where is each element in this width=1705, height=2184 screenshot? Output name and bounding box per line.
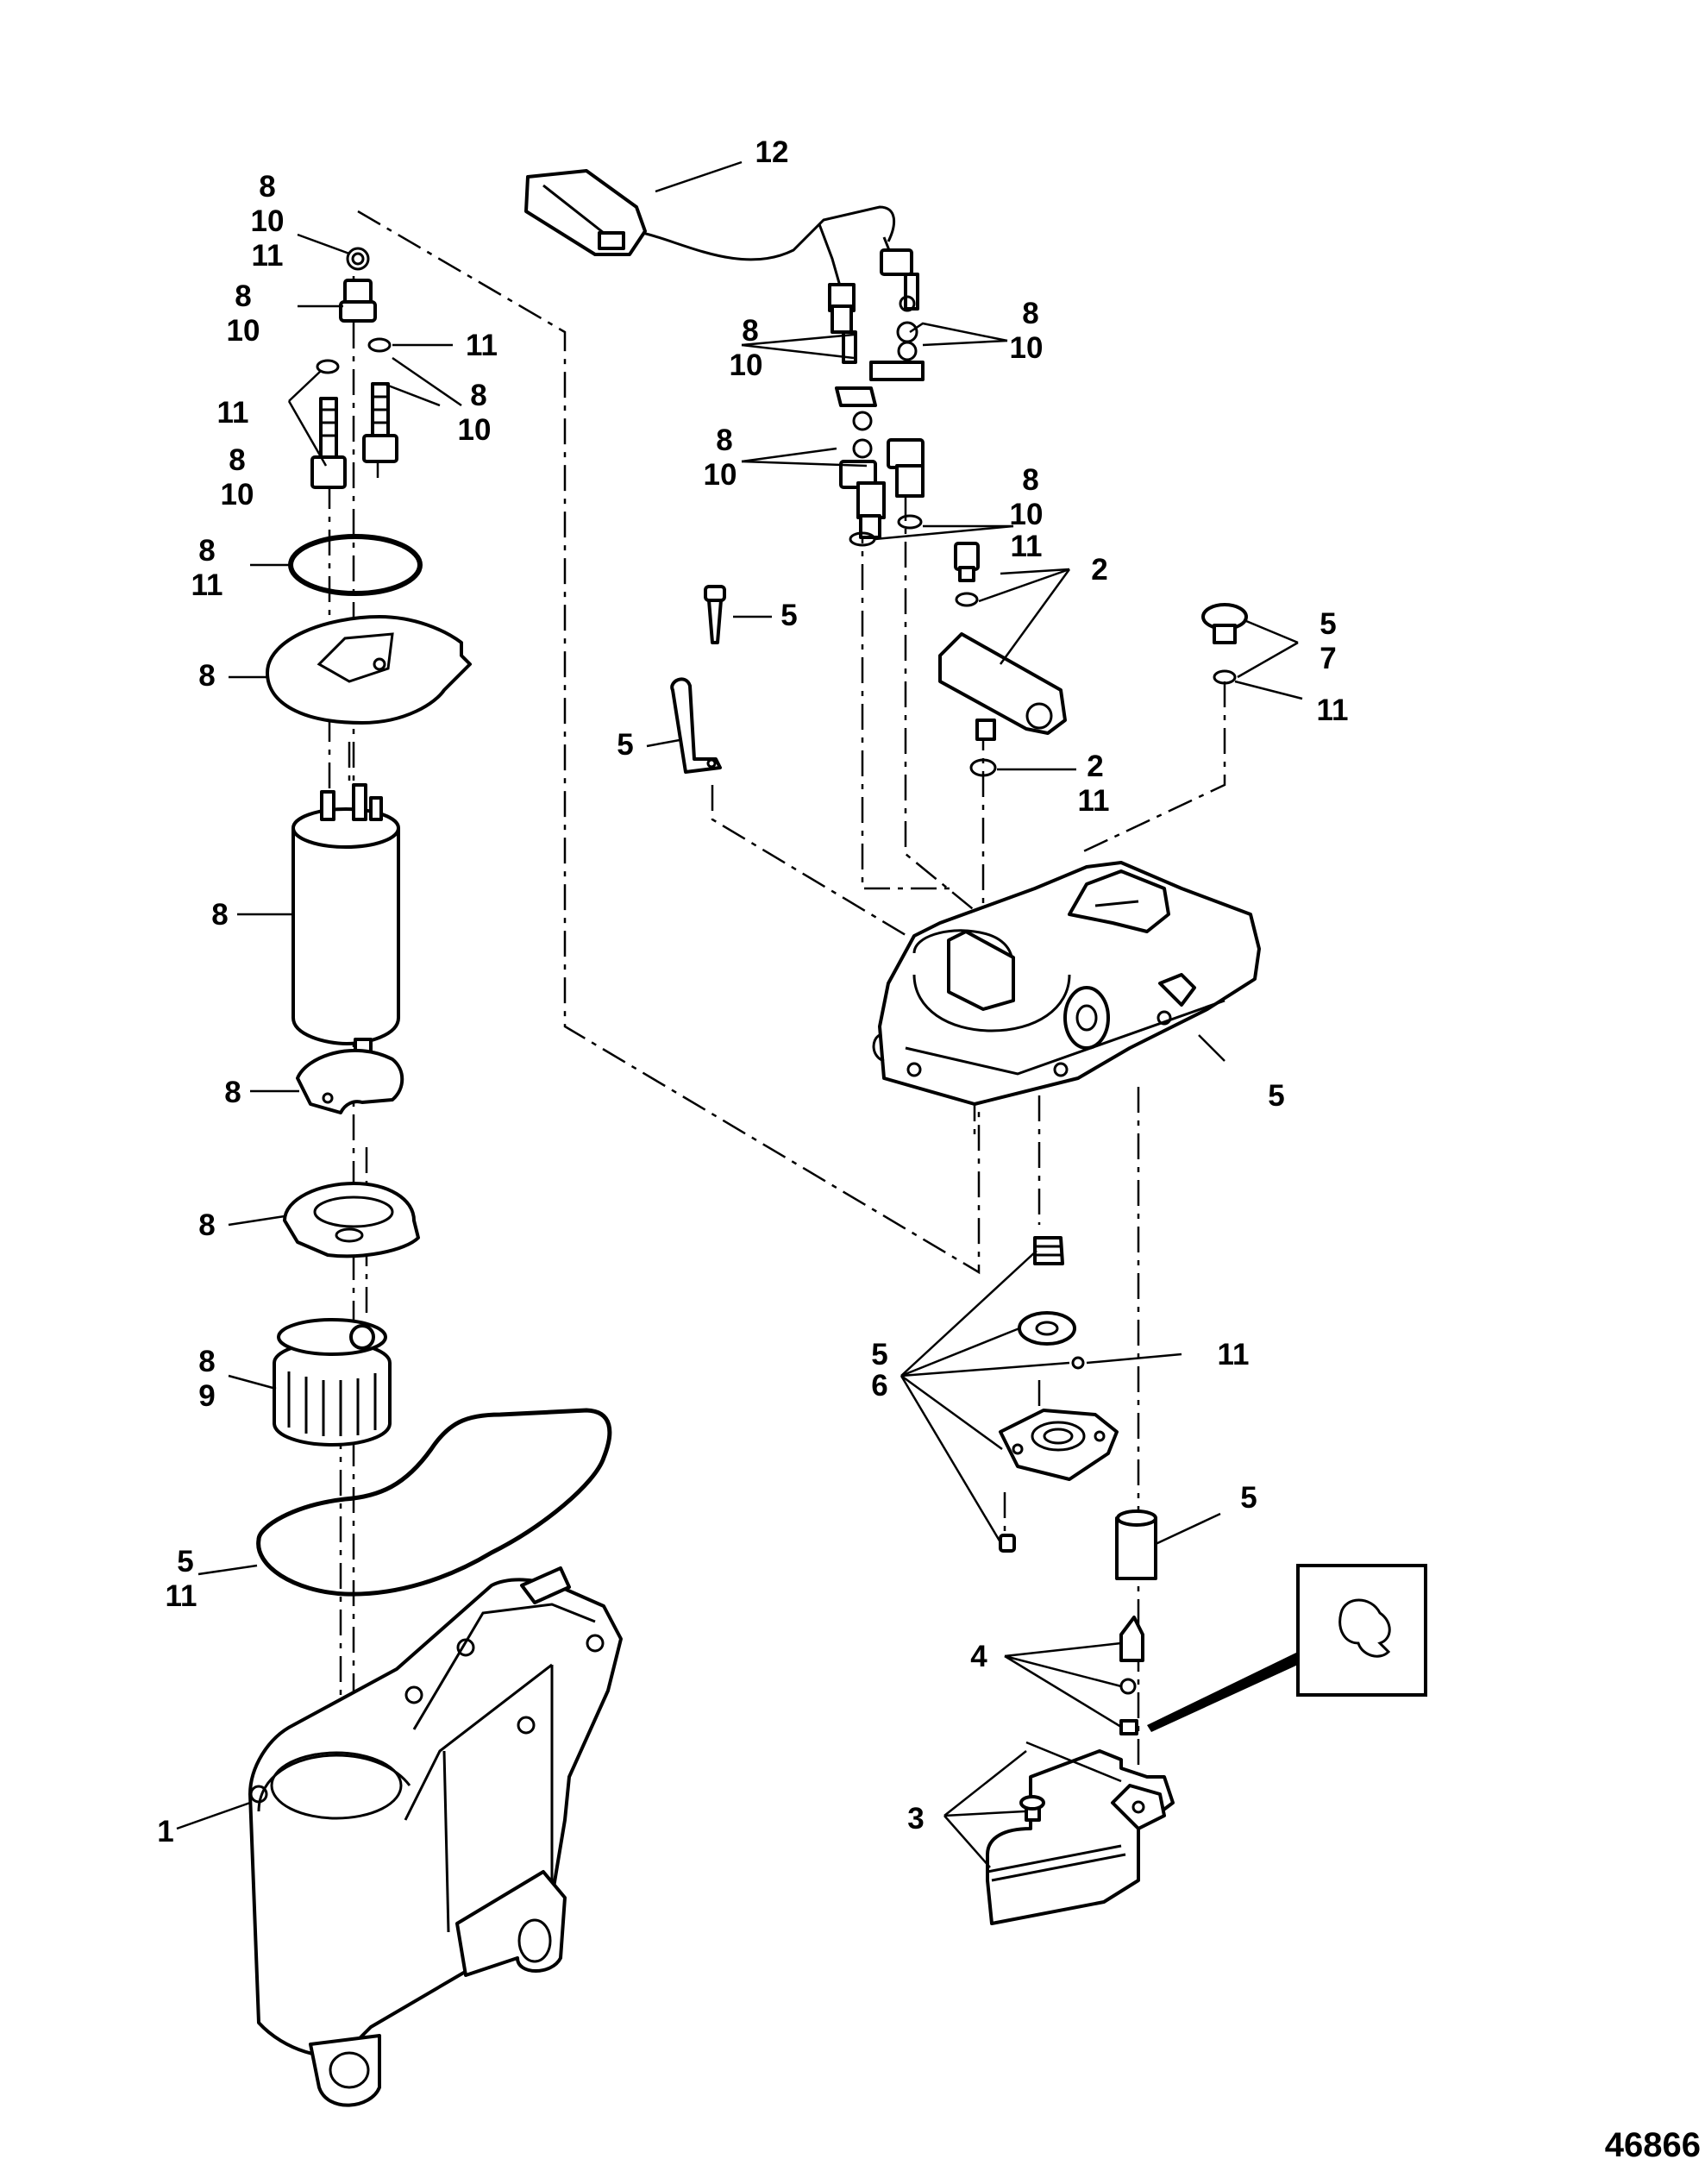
callout-regulator-2: 6 xyxy=(871,1369,887,1403)
pump-retainer xyxy=(296,1048,404,1114)
callout-clamp: 5 xyxy=(617,728,633,762)
callout-plug-1: 5 xyxy=(1319,607,1336,641)
vapor-separator-housing xyxy=(872,861,1261,1106)
callout-fs-pump: 8 xyxy=(211,898,228,932)
callout-harness: 12 xyxy=(755,135,789,169)
callout-fs-top-oring-3: 11 xyxy=(252,239,284,273)
callout-fs-oring-left: 11 xyxy=(217,396,249,430)
callout-plug-oring: 11 xyxy=(1317,693,1349,727)
callout-fs-valves-left-2: 10 xyxy=(221,478,254,511)
callout-fs-fitting-2: 10 xyxy=(227,314,260,348)
pump-bracket xyxy=(283,1182,420,1258)
housing-screw xyxy=(704,585,726,644)
callout-fs-valves-left-1: 8 xyxy=(229,443,245,477)
callout-sensor-right-2: 10 xyxy=(1010,331,1044,365)
callout-switch-right-2: 10 xyxy=(1010,498,1044,531)
callout-fs-bowl: 1 xyxy=(157,1815,173,1848)
callout-switch-right-3: 11 xyxy=(1011,530,1043,563)
callout-sensor-left-2: 10 xyxy=(730,348,763,382)
fuel-supply-module xyxy=(248,247,623,2107)
callout-switch-left-1: 8 xyxy=(716,424,732,457)
callout-fs-bracket: 8 xyxy=(198,1208,215,1242)
callout-fitting-group: 2 xyxy=(1091,553,1107,587)
switch-right xyxy=(887,438,925,530)
callout-float-set: 3 xyxy=(907,1802,924,1836)
fitting xyxy=(339,279,377,323)
pressure-regulator xyxy=(999,1236,1119,1553)
sensor-right-upper xyxy=(869,248,925,381)
callout-reg-oring: 11 xyxy=(1218,1338,1250,1371)
callout-fs-valves-right-1: 8 xyxy=(470,379,486,412)
top-oring xyxy=(346,247,370,271)
large-oring xyxy=(288,534,423,596)
callout-leaders xyxy=(176,160,1303,1868)
check-valve-right xyxy=(362,382,398,463)
callout-fs-filter-2: 9 xyxy=(198,1379,215,1413)
callout-fs-top-oring-2: 10 xyxy=(251,204,285,238)
check-valve-left xyxy=(310,397,347,489)
callout-housing: 5 xyxy=(1268,1079,1284,1113)
callout-sensor-left-1: 8 xyxy=(742,314,758,348)
wire-clamp xyxy=(670,677,722,774)
callout-fs-fitting-1: 8 xyxy=(235,279,251,313)
callout-needle-set: 4 xyxy=(970,1640,987,1673)
switch-left xyxy=(839,460,886,547)
harness-wire xyxy=(642,205,896,261)
callout-labels: 8 10 11 8 10 11 11 8 10 8 10 8 11 8 8 8 … xyxy=(157,135,1348,1848)
fuel-filter xyxy=(273,1318,392,1447)
callout-sensor-right-1: 8 xyxy=(1022,297,1038,330)
figure-number: 46866 xyxy=(1605,2126,1701,2164)
callout-fs-gasket-1: 5 xyxy=(177,1545,193,1578)
float-pin xyxy=(1115,1509,1157,1580)
callout-switch-right-1: 8 xyxy=(1022,463,1038,497)
callout-fs-top-oring-1: 8 xyxy=(259,170,275,204)
callout-fs-big-oring-1: 8 xyxy=(198,534,215,568)
fitting-elbow-group xyxy=(938,542,1067,777)
callout-fs-filter-1: 8 xyxy=(198,1345,215,1378)
vent-plug xyxy=(1201,603,1248,685)
callout-regulator-1: 5 xyxy=(871,1338,887,1371)
needle-and-seat xyxy=(1119,1616,1144,1735)
callout-float-pin: 5 xyxy=(1240,1481,1257,1515)
callout-fs-gasket-2: 11 xyxy=(166,1579,197,1613)
callout-fs-valves-right-2: 10 xyxy=(458,413,492,447)
callout-fs-oring-right: 11 xyxy=(466,329,498,362)
bowl-gasket xyxy=(256,1408,612,1597)
sensor-harness xyxy=(524,169,925,547)
callout-screw: 5 xyxy=(780,599,797,632)
callout-switch-left-2: 10 xyxy=(704,458,737,492)
callout-fs-big-oring-2: 11 xyxy=(191,568,223,602)
harness-connector xyxy=(524,169,647,256)
small-oring-right xyxy=(367,337,392,353)
callout-fs-cover: 8 xyxy=(198,659,215,693)
small-oring-left xyxy=(316,359,340,374)
cover-plate xyxy=(266,615,472,725)
float-assembly xyxy=(986,1741,1175,1925)
sensor-left-upper xyxy=(828,283,877,459)
fuel-bowl xyxy=(248,1566,623,2107)
callout-plug-2: 7 xyxy=(1319,642,1336,675)
callout-elbow-oring-2: 11 xyxy=(1078,784,1110,818)
electric-fuel-pump xyxy=(291,783,400,1060)
callout-fs-retainer: 8 xyxy=(224,1076,241,1109)
callout-elbow-oring-1: 2 xyxy=(1087,750,1103,783)
clip-detail-inset xyxy=(1147,1564,1427,1732)
